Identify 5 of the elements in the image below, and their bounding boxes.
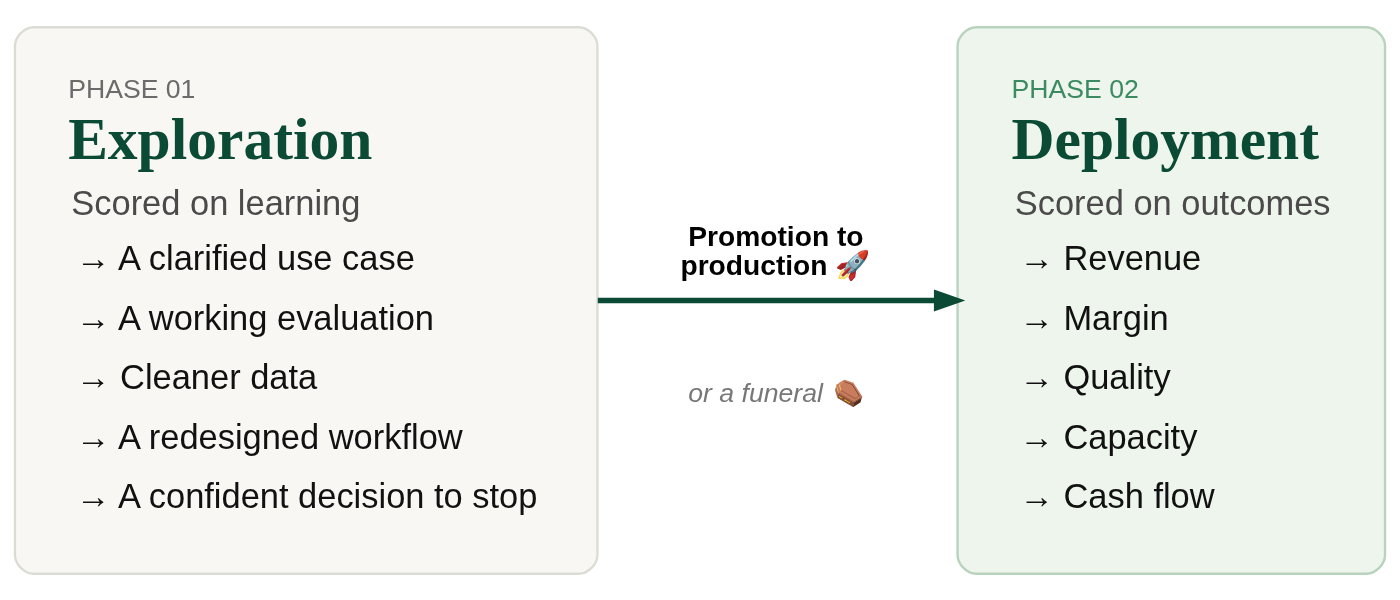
edge-label: Promotion to production 🚀 — [680, 219, 871, 281]
node-box: PHASE 01 Exploration Scored on learning → A clarified use case → A working evaluation → Cleaner data → A redesigned workflow → A confident decision to stop — [13, 25, 599, 575]
arrow — [597, 289, 966, 311]
label: or a funeral ⚰ — [688, 377, 864, 408]
node-box: PHASE 02 Deployment Scored on outcomes → Revenue → Margin → Quality → Capacity → Cash flow — [956, 25, 1387, 575]
